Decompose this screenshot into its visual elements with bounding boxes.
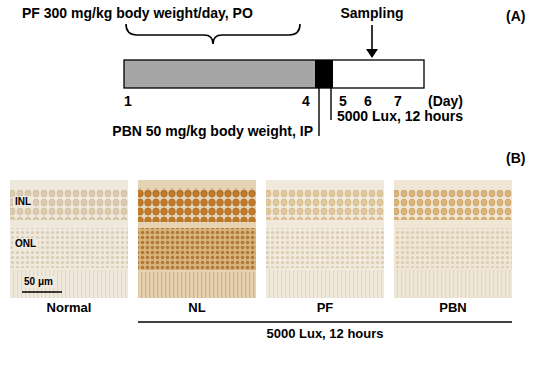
layer-label: ONL <box>13 238 38 250</box>
brace <box>126 24 300 44</box>
group-line <box>138 321 512 323</box>
day-number: 1 <box>124 93 132 109</box>
micrograph <box>266 180 384 298</box>
day-number: 6 <box>364 93 372 109</box>
axis-unit: (Day) <box>428 93 463 109</box>
arrow-line <box>371 25 373 50</box>
scale-label: 50 μm <box>22 276 55 288</box>
panel-letter: (A) <box>506 8 525 24</box>
micrograph <box>10 180 128 298</box>
dose-label: PF 300 mg/kg body weight/day, PO <box>22 5 253 21</box>
light-segment <box>315 60 333 88</box>
bar-outline <box>124 60 424 88</box>
group-label: Normal <box>47 301 92 316</box>
leader-line <box>318 88 319 136</box>
exposure-label: 5000 Lux, 12 hours <box>337 108 463 124</box>
panel-letter: (B) <box>506 150 525 166</box>
timeline-bar <box>124 60 424 88</box>
injection-label: PBN 50 mg/kg body weight, IP <box>112 123 313 139</box>
scale-bar <box>22 291 62 293</box>
day-number: 7 <box>394 93 402 109</box>
micrograph <box>394 180 512 298</box>
layer-label: INL <box>13 196 33 208</box>
treatment-segment <box>124 60 315 88</box>
arrow-head <box>366 49 378 58</box>
group-label: NL <box>188 301 205 316</box>
day-number: 5 <box>339 93 347 109</box>
group-label: PF <box>317 301 334 316</box>
leader-line <box>330 88 331 120</box>
sampling-label: Sampling <box>340 5 403 21</box>
recovery-segment <box>333 60 424 88</box>
micrograph <box>138 180 256 298</box>
exposure-label: 5000 Lux, 12 hours <box>266 327 383 342</box>
day-number: 4 <box>302 93 310 109</box>
group-label: PBN <box>439 301 466 316</box>
